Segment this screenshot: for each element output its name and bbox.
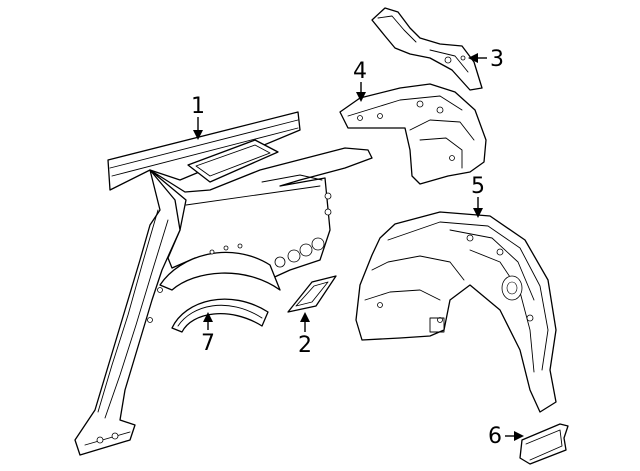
callout-5: 5 <box>471 174 485 218</box>
part-6-lower-bracket <box>519 423 569 465</box>
callout-5-label: 5 <box>471 174 485 199</box>
part-2-fuel-door <box>287 275 337 313</box>
callout-1-label: 1 <box>191 94 205 119</box>
callout-7: 7 <box>201 312 215 356</box>
callout-4-label: 4 <box>353 59 367 84</box>
callout-7-label: 7 <box>201 331 215 356</box>
part-7-wheel-arch-trim <box>171 298 269 333</box>
callout-6: 6 <box>488 424 524 449</box>
callout-1: 1 <box>191 94 205 140</box>
callout-2: 2 <box>298 312 312 358</box>
callout-2-label: 2 <box>298 333 312 358</box>
callout-3: 3 <box>468 47 504 72</box>
part-3-upper-duct <box>371 7 483 91</box>
part-4-wheelhouse-bracket <box>339 83 487 185</box>
callout-3-label: 3 <box>490 47 504 72</box>
part-1-quarter-inner-panel <box>74 111 373 456</box>
part-5-wheelhouse-liner <box>355 211 557 413</box>
callout-4: 4 <box>353 59 367 102</box>
callout-6-label: 6 <box>488 424 502 449</box>
